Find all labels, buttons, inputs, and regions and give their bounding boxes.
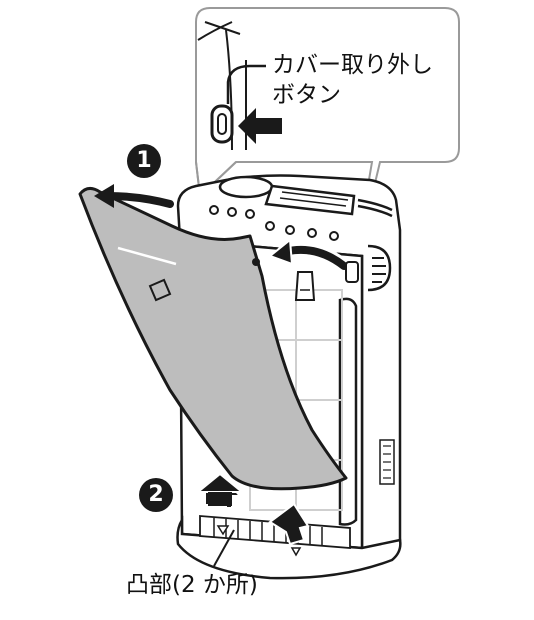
filter-tab [294, 271, 316, 301]
pull-arrow-icon [94, 184, 174, 208]
release-arrow-icon [267, 238, 351, 273]
push-arrow-icon [238, 108, 282, 144]
leader-line [226, 64, 266, 104]
front-cover [78, 187, 348, 491]
insert-arrow-right-icon [268, 502, 310, 546]
protrusion-markers [216, 525, 302, 557]
step-2-badge: 2 [139, 478, 173, 512]
step-1-badge: 1 [127, 144, 161, 178]
protrusion-label: 凸部(2 か所) [126, 572, 258, 598]
protrusion-leader-line [213, 529, 235, 567]
callout-label-line1: カバー取り外し [272, 52, 433, 78]
insert-arrow-left-icon [195, 472, 245, 509]
callout-label-line2: ボタン [272, 82, 341, 108]
side-release-button [345, 261, 359, 283]
cover-release-button-icon [210, 104, 234, 144]
